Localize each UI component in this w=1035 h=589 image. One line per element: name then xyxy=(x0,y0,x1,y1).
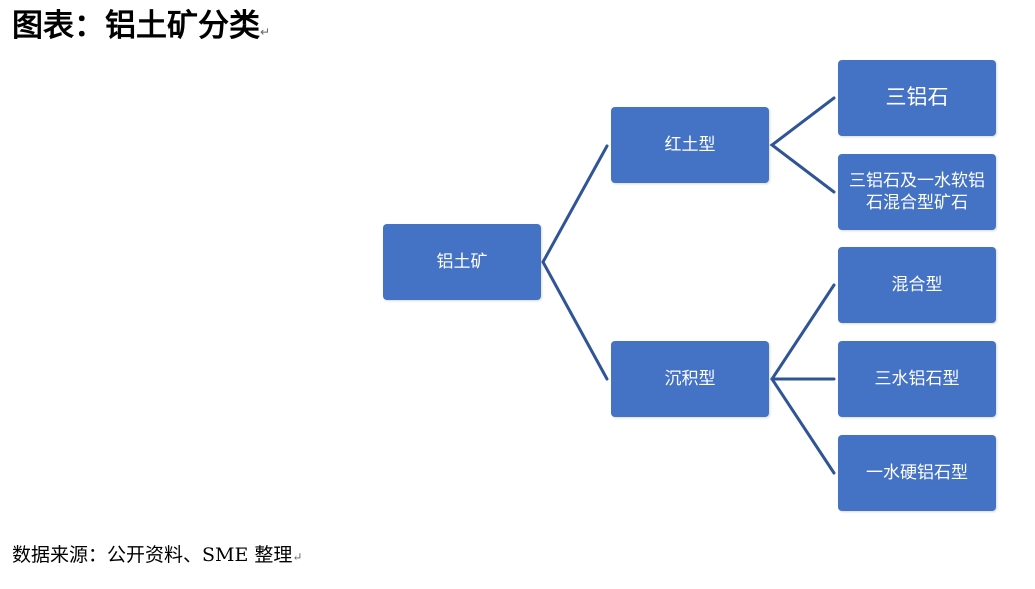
node-gibbsite-label: 三铝石 xyxy=(885,85,949,110)
node-bauxite-label: 铝土矿 xyxy=(436,251,488,272)
connector-root-laterite xyxy=(541,144,609,381)
node-sedimentary: 沉积型 xyxy=(611,341,769,417)
source-paragraph-mark: ↵ xyxy=(292,550,303,564)
node-diaspore-type: 一水硬铝石型 xyxy=(838,435,996,511)
page-title: 图表：铝土矿分类↵ xyxy=(12,0,270,45)
node-sedimentary-label: 沉积型 xyxy=(664,368,716,389)
connector-laterite-children xyxy=(769,96,836,194)
title-text: 图表：铝土矿分类 xyxy=(12,8,260,44)
node-mixed-type: 混合型 xyxy=(838,247,996,323)
node-gibbsite-type-label: 三水铝石型 xyxy=(874,368,960,389)
node-bauxite: 铝土矿 xyxy=(383,224,541,300)
node-laterite-label: 红土型 xyxy=(664,134,716,155)
node-gibbsite-boehmite-mixed-label: 三铝石及一水软铝石混合型矿石 xyxy=(849,170,985,213)
node-diaspore-type-label: 一水硬铝石型 xyxy=(866,462,968,483)
node-gibbsite-type: 三水铝石型 xyxy=(838,341,996,417)
node-gibbsite-boehmite-mixed: 三铝石及一水软铝石混合型矿石 xyxy=(838,154,996,230)
paragraph-mark: ↵ xyxy=(260,25,271,39)
source-text: 数据来源：公开资料、SME 整理 xyxy=(12,544,293,566)
node-mixed-type-label: 混合型 xyxy=(891,274,943,295)
node-gibbsite: 三铝石 xyxy=(838,60,996,136)
source-note: 数据来源：公开资料、SME 整理↵ xyxy=(12,540,302,567)
node-laterite: 红土型 xyxy=(611,107,769,183)
